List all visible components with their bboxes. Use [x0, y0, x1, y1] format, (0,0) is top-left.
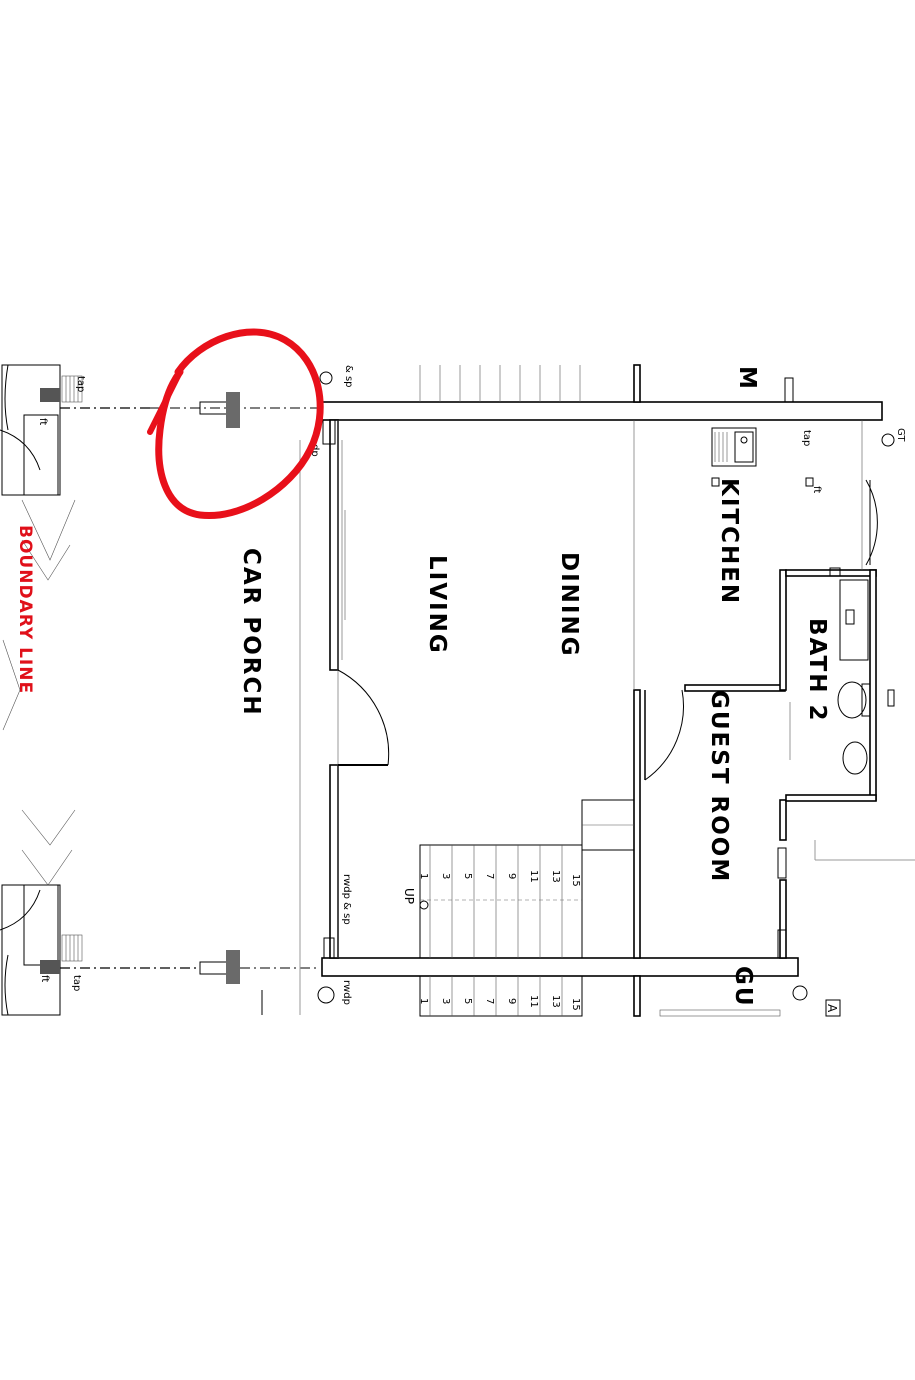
room-label-dining: DINING [556, 552, 582, 658]
room-label-partial-top: M [734, 366, 760, 391]
step-number: 1 [418, 873, 429, 879]
boundary-pier-bottom [0, 884, 200, 1016]
boundary-pier-top [0, 364, 150, 496]
room-label-guest-room: GUEST ROOM [706, 690, 732, 883]
step-number: 7 [484, 873, 495, 879]
step-number: 11 [528, 995, 539, 1008]
room-label-kitchen: KITCHEN [716, 478, 742, 605]
note-kitchen-tap: tap [801, 430, 812, 446]
staircase-2 [419, 975, 583, 1017]
step-number: 3 [440, 873, 451, 879]
room-label-car-porch: CAR PORCH [238, 548, 264, 717]
step-number: 3 [440, 998, 451, 1004]
step-numbers-1: 1 3 5 7 9 11 13 15 [418, 870, 581, 887]
kitchen-side-door [865, 479, 878, 566]
step-number: 13 [550, 870, 561, 883]
kitchen-sink [711, 427, 814, 487]
step-number: 5 [462, 873, 473, 879]
note-up: UP [402, 888, 416, 904]
note-ft-bottom: ft [39, 975, 50, 982]
room-label-partial-bottom: GU [730, 966, 756, 1008]
note-gt: GT [895, 428, 906, 442]
living-door [337, 669, 390, 766]
note-sp-top: & sp [343, 365, 354, 388]
step-number: 5 [462, 998, 473, 1004]
step-number: 9 [506, 998, 517, 1004]
red-circle-annotation [155, 328, 324, 520]
step-number: 11 [528, 870, 539, 883]
note-kitchen-ft: ft [811, 486, 822, 493]
step-number: 7 [484, 998, 495, 1004]
step-number: 13 [550, 995, 561, 1008]
note-ft-top: ft [37, 418, 48, 425]
room-label-living: LIVING [424, 555, 450, 655]
note-tap-bottom: tap [71, 975, 82, 991]
step-number: 15 [570, 874, 581, 887]
note-rwdp: rwdp [341, 980, 352, 1005]
note-rwdp-sp: rwdp & sp [341, 874, 352, 925]
staircase-top [419, 365, 581, 402]
bath-fixtures [789, 567, 895, 775]
staircase-1 [419, 799, 635, 959]
note-tap-top: tap [75, 376, 86, 392]
step-number: 9 [506, 873, 517, 879]
room-label-bath-2: BATH 2 [804, 618, 830, 723]
step-number: 15 [570, 998, 581, 1011]
step-number: 1 [418, 998, 429, 1004]
boundary-gate-lines [2, 499, 76, 886]
column-marks [317, 371, 895, 1017]
boundary-line-label: BOUNDARY LINE [15, 525, 35, 694]
porch-column-bottom [199, 950, 320, 984]
red-circle-tail [147, 369, 183, 435]
step-numbers-2: 1 3 5 7 9 11 13 15 [418, 995, 581, 1011]
guest-room-door [644, 689, 684, 781]
porch-column-top [150, 392, 330, 428]
note-edge-partial: A [825, 1004, 839, 1013]
note-dp-top: dp [309, 444, 320, 457]
living-sliding-door [341, 440, 346, 660]
